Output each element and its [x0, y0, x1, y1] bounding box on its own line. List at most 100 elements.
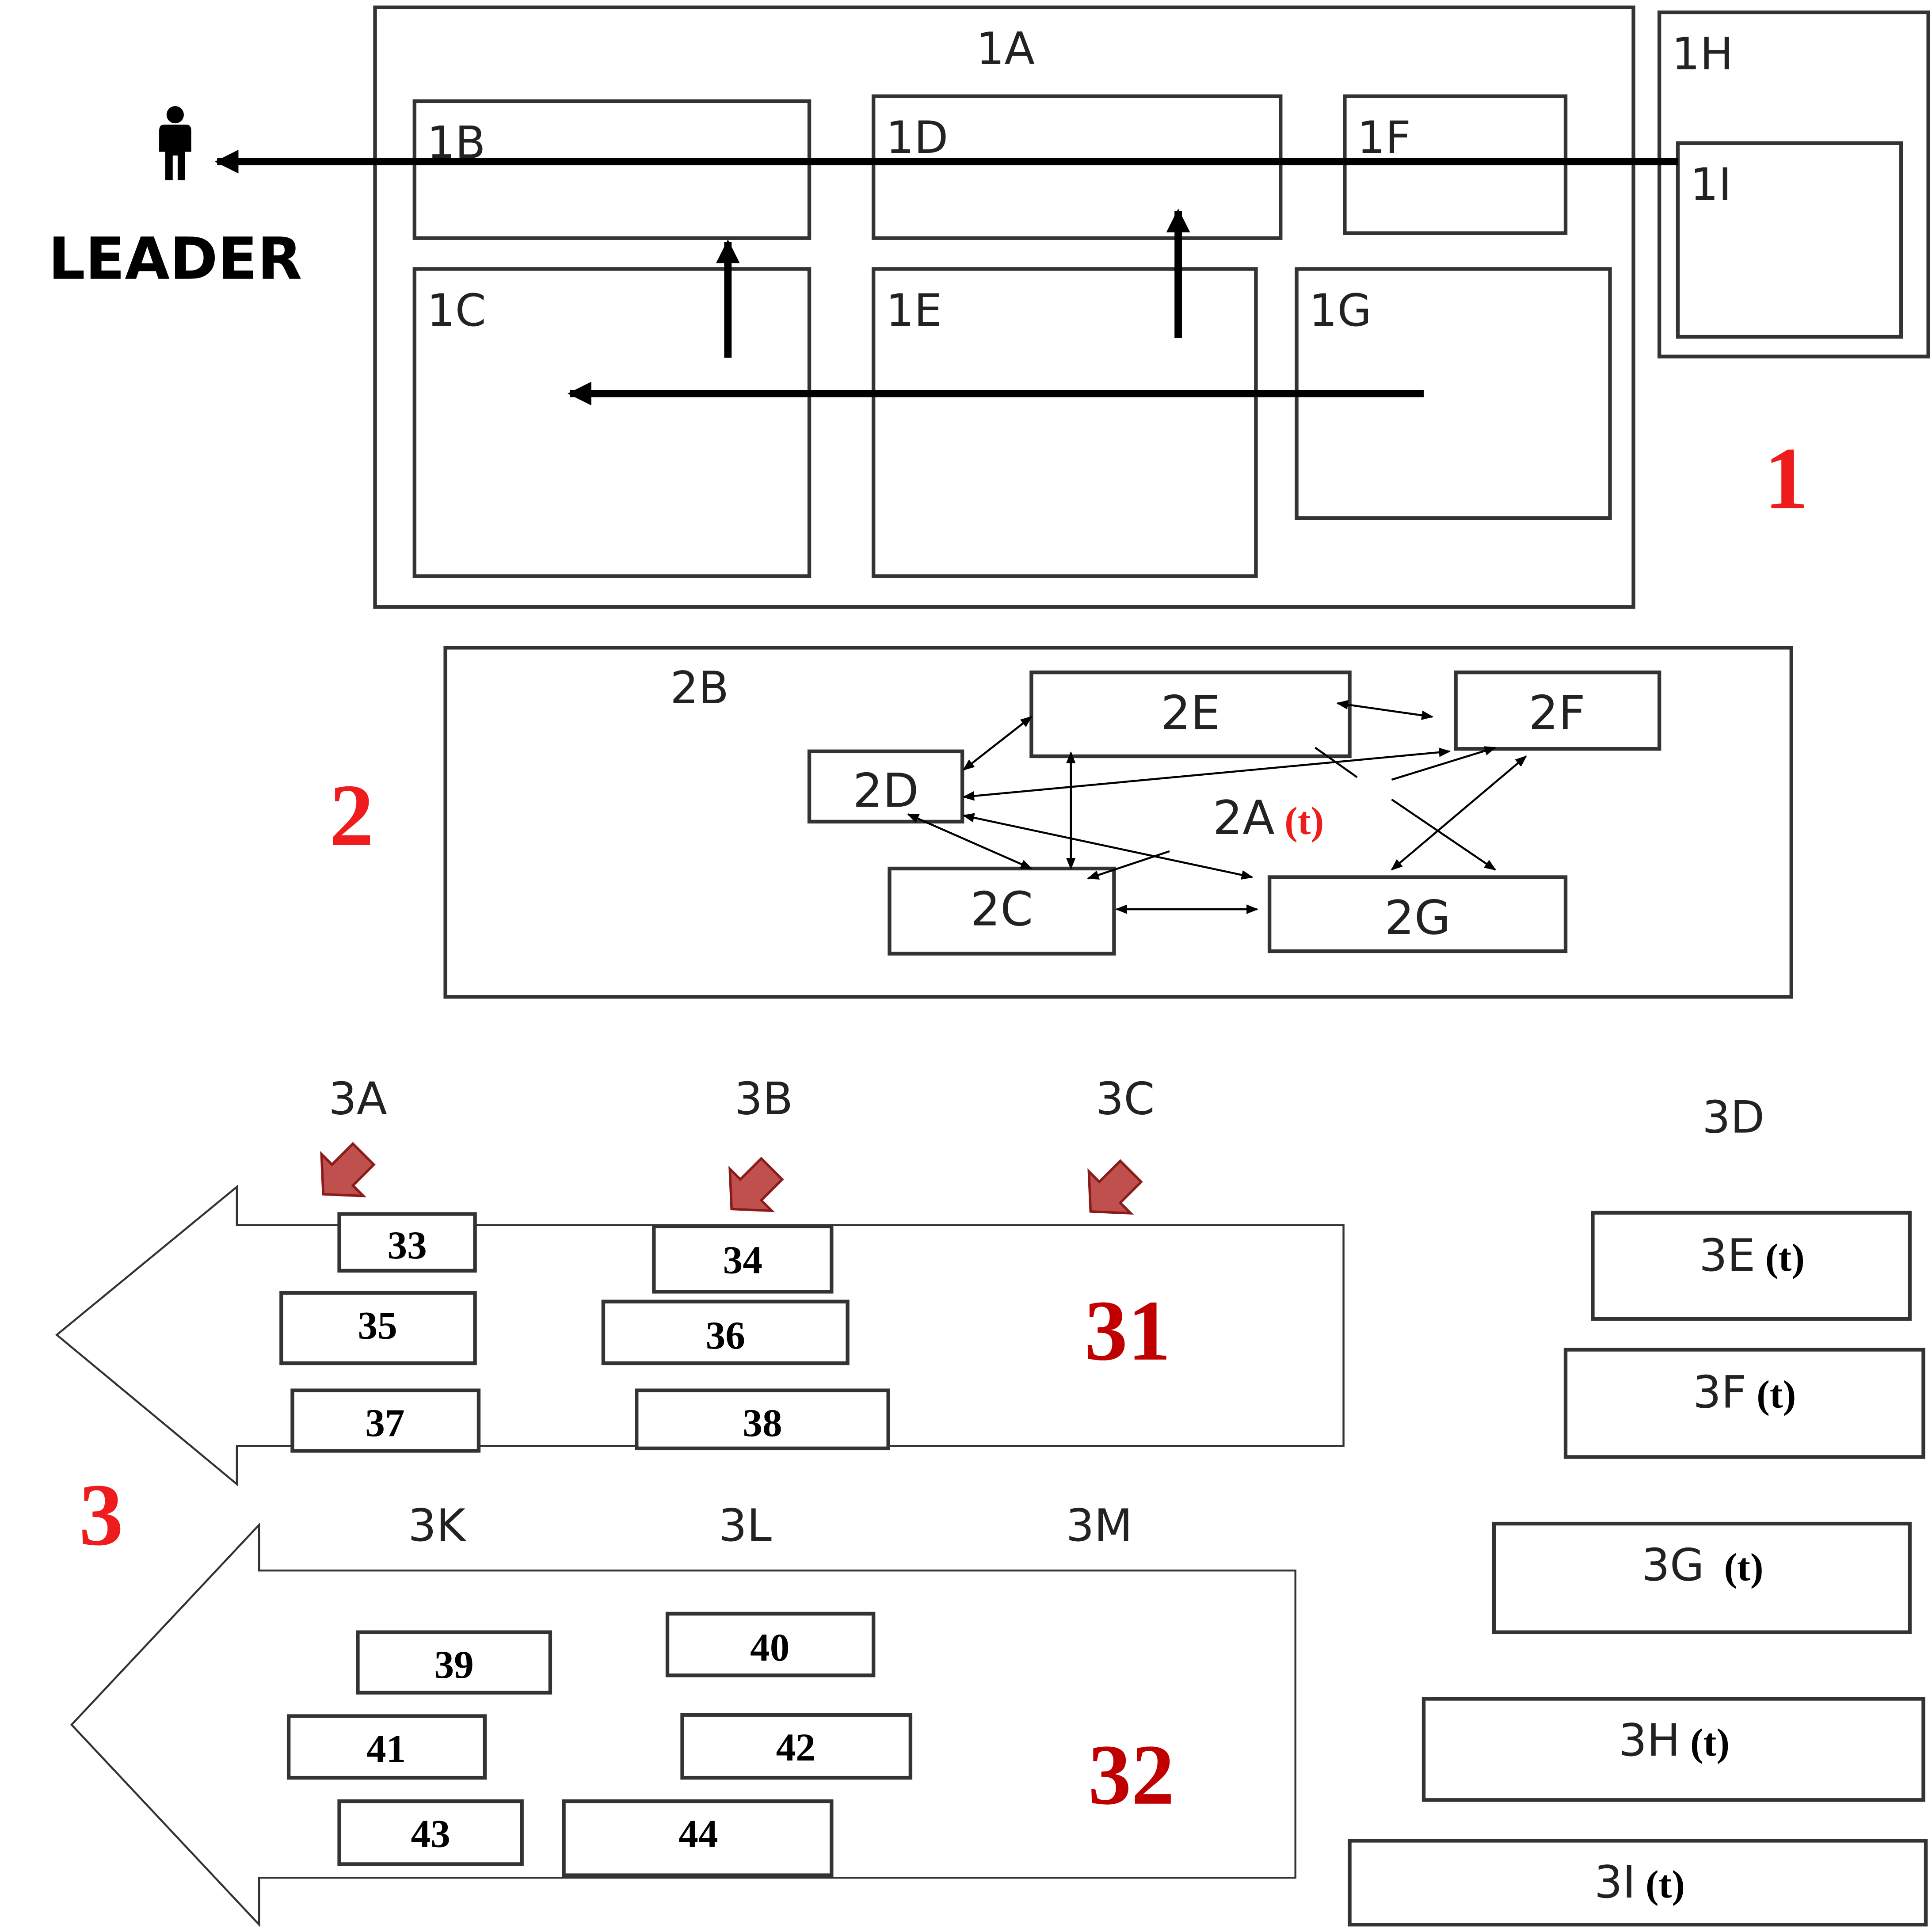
connector-2e-2g-b [1391, 798, 1497, 871]
side-label-3g-text: 3G [1642, 1540, 1704, 1591]
side-label-3g-suffix: (t) [1724, 1546, 1763, 1589]
label-1h: 1H [1672, 28, 1733, 80]
connector-2e-2f [1336, 700, 1434, 720]
side-label-3i-text: 3I [1594, 1856, 1636, 1908]
box-1e [871, 267, 1258, 578]
item-box-39 [356, 1630, 553, 1695]
box-1h [1657, 10, 1930, 358]
header-3k: 3K [408, 1500, 466, 1551]
side-label-3h-suffix: (t) [1690, 1721, 1730, 1764]
label-2e: 2E [1161, 686, 1220, 741]
leader: LEADER [48, 106, 302, 293]
item-33: 33 [387, 1223, 427, 1267]
item-36: 36 [706, 1314, 745, 1357]
side-label-3i-suffix: (t) [1646, 1863, 1685, 1906]
leader-label: LEADER [48, 225, 302, 293]
item-38: 38 [743, 1401, 782, 1445]
connector-2d-2g [962, 813, 1254, 880]
label-2g: 2G [1384, 891, 1451, 945]
side-label-3f: 3F (t) [1693, 1367, 1796, 1418]
connector-2c-2f-b [1087, 850, 1170, 880]
header-3d: 3D [1702, 1091, 1764, 1143]
item-box-42 [680, 1713, 913, 1780]
side-label-3f-text: 3F [1693, 1367, 1747, 1418]
side-box-3f [1563, 1348, 1925, 1459]
connector-2c-2f [1391, 746, 1497, 781]
side-label-3h-text: 3H [1619, 1715, 1680, 1766]
box-1d [871, 94, 1283, 240]
header-3m: 3M [1066, 1500, 1133, 1551]
item-box-40 [665, 1612, 876, 1677]
arrow-number-32: 32 [1088, 1727, 1174, 1823]
label-1e: 1E [886, 285, 942, 336]
header-3l: 3L [719, 1500, 772, 1551]
header-3b: 3B [734, 1073, 793, 1124]
label-2d: 2D [853, 764, 919, 818]
down-left-arrow-icon [1087, 1159, 1143, 1215]
label-1i: 1I [1690, 159, 1732, 210]
label-1c: 1C [427, 285, 486, 336]
item-box-38 [635, 1388, 890, 1451]
side-box-3e [1591, 1211, 1912, 1321]
label-2f: 2F [1528, 686, 1585, 741]
box-1i [1676, 141, 1903, 339]
section-2: 2B 2E 2F 2D 2C 2G 2A(t) 2 [329, 646, 1793, 999]
box-2g [1267, 875, 1568, 953]
header-3c: 3C [1096, 1073, 1155, 1124]
item-40: 40 [750, 1626, 789, 1669]
item-box-37 [290, 1388, 481, 1453]
label-2a-suffix: (t) [1284, 799, 1324, 843]
section-1: 1A 1B 1D 1F 1C 1E 1G 1H 1I 1 [214, 5, 1930, 609]
box-2f [1454, 671, 1661, 751]
box-1b [412, 99, 812, 240]
side-box-3h [1421, 1697, 1925, 1802]
item-42: 42 [776, 1726, 815, 1769]
label-1f: 1F [1357, 112, 1411, 164]
down-left-arrow-icon [728, 1156, 784, 1212]
connector-2f-2g [1391, 755, 1527, 871]
item-35: 35 [358, 1303, 397, 1347]
header-3a: 3A [328, 1073, 387, 1124]
box-1c [412, 267, 812, 578]
connector-2d-2f [962, 747, 1451, 801]
side-label-3e-suffix: (t) [1765, 1236, 1805, 1280]
item-box-35 [279, 1291, 477, 1365]
arrow-number-31: 31 [1084, 1283, 1170, 1379]
side-label-3e-text: 3E [1699, 1230, 1755, 1281]
label-2a: 2A(t) [1213, 791, 1324, 846]
side-label-3f-suffix: (t) [1757, 1373, 1796, 1417]
label-1a: 1A [976, 23, 1035, 75]
section-number-2: 2 [329, 766, 373, 865]
connector-2d-2c [907, 813, 1033, 870]
label-1d: 1D [886, 112, 948, 164]
side-label-3g: 3G (t) [1642, 1540, 1764, 1591]
item-39: 39 [434, 1643, 474, 1687]
item-box-34 [652, 1224, 834, 1294]
label-1g: 1G [1309, 285, 1372, 336]
down-left-arrow-icon [320, 1142, 376, 1197]
item-box-43 [337, 1799, 524, 1866]
box-1a [373, 5, 1635, 609]
connector-2e-2g [1315, 747, 1358, 778]
label-2a-text: 2A [1213, 791, 1275, 846]
person-icon [159, 106, 191, 180]
item-34: 34 [723, 1238, 762, 1282]
side-label-3h: 3H(t) [1619, 1715, 1730, 1766]
section-3: 3 3A 3B 3C 33 34 35 36 37 38 31 3K 3L 3M [55, 1073, 1928, 1927]
box-2d [807, 749, 964, 824]
side-box-3g [1492, 1521, 1912, 1634]
side-label-3i: 3I (t) [1594, 1856, 1685, 1908]
item-box-44 [562, 1799, 834, 1877]
box-2b [443, 646, 1793, 999]
side-label-3e: 3E(t) [1699, 1230, 1805, 1281]
label-2b: 2B [670, 662, 729, 714]
label-2c: 2C [971, 882, 1033, 937]
section-number-3: 3 [79, 1466, 123, 1564]
item-41: 41 [366, 1727, 406, 1771]
connector-2d-2e [962, 716, 1033, 771]
section-number-1: 1 [1764, 430, 1808, 528]
item-box-36 [601, 1299, 850, 1365]
item-44: 44 [678, 1812, 718, 1856]
item-box-41 [286, 1714, 487, 1780]
